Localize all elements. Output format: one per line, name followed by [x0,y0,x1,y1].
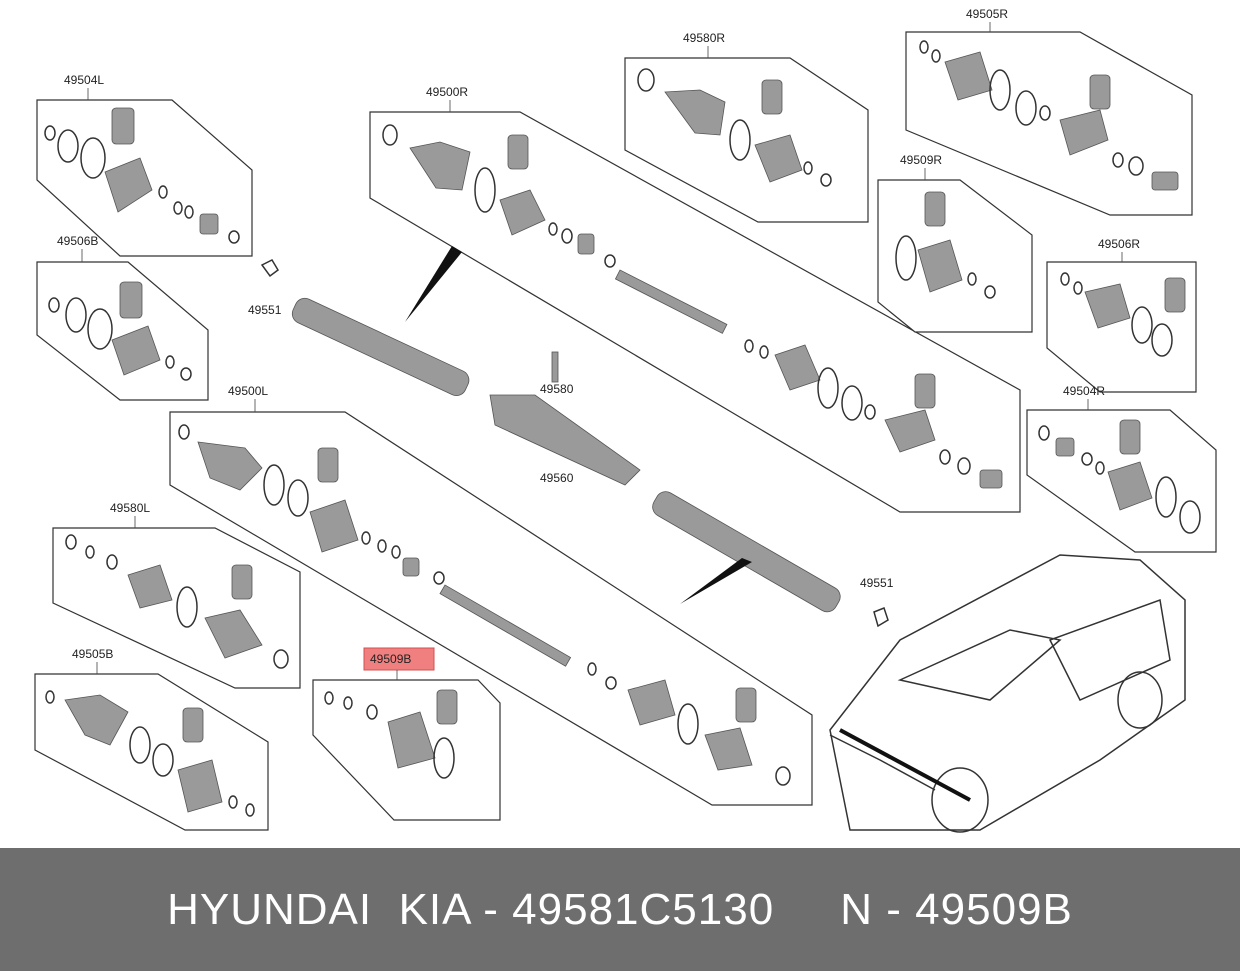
group-label: 49506R [1098,237,1140,251]
group-49509R: 49509R [877,153,1033,333]
group-label: 49509B [370,652,411,666]
group-label: 49500R [426,85,468,99]
vehicle-illustration [829,554,1186,833]
group-49509B: 49509B [312,647,501,821]
group-label: 49580R [683,31,725,45]
group-label: 49505R [966,7,1008,21]
group-label: 49504R [1063,384,1105,398]
footer-text: HYUNDAI KIA - 49581C5130 N - 49509B [167,884,1073,934]
group-label: 49505B [72,647,113,661]
right-shaft-assembly: 49551 49580 49560 [248,246,641,486]
group-49504L: 49504L [36,73,253,257]
group-label: 49500L [228,384,268,398]
exploded-parts-diagram: 49504L 49506B 49500R [34,7,1217,833]
left-shaft-assembly: 49551 [652,491,894,628]
loose-part-label: 49551 [860,576,894,590]
highlighted-label: 49509B [363,647,435,671]
loose-part-label: 49551 [248,303,282,317]
group-49504R: 49504R [1026,384,1217,553]
group-label: 49506B [57,234,98,248]
loose-part-label: 49560 [540,471,574,485]
group-49500L: 49500L [169,384,813,806]
part-number-footer: HYUNDAI KIA - 49581C5130 N - 49509B [0,848,1240,971]
group-49505R: 49505R [905,7,1193,216]
group-49500R: 49500R [369,85,1021,513]
group-49505B: 49505B [34,647,269,831]
loose-part-label: 49580 [540,382,574,396]
group-49506R: 49506R [1046,237,1197,393]
group-label: 49504L [64,73,104,87]
group-49506B: 49506B [36,234,209,401]
group-49580L: 49580L [52,501,301,689]
group-label: 49509R [900,153,942,167]
group-49580R: 49580R [624,31,869,223]
group-label: 49580L [110,501,150,515]
